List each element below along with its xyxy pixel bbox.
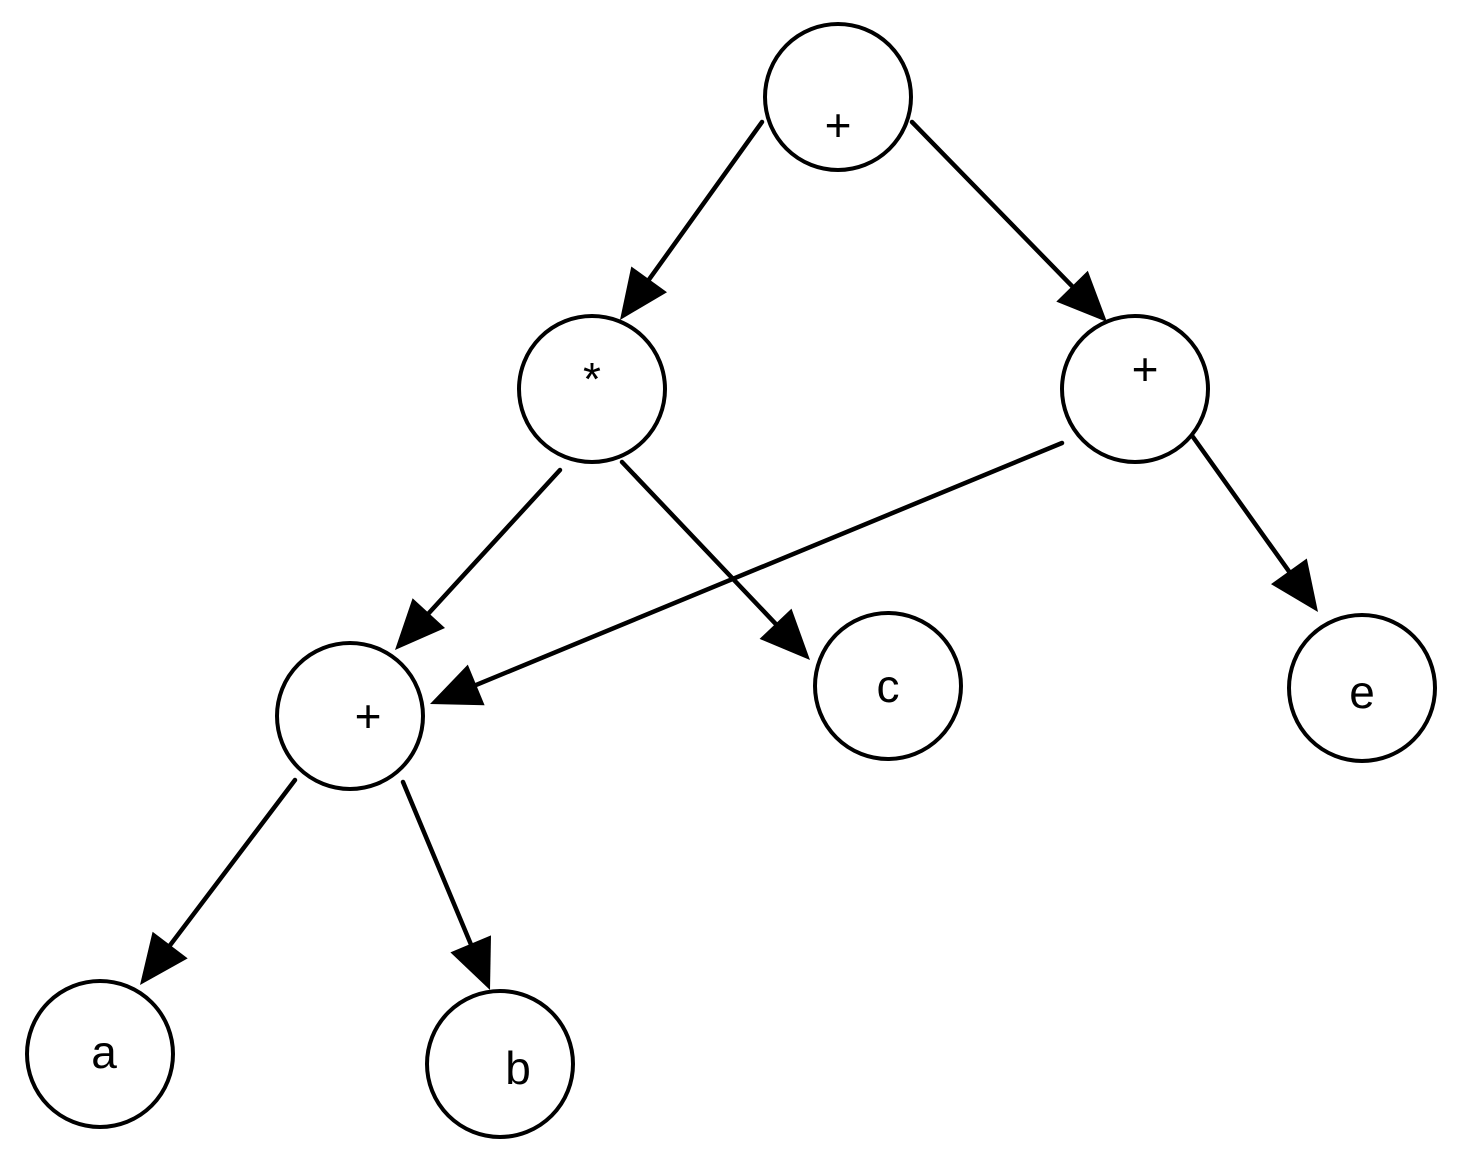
edge-n_plus_left-to-n_a	[140, 777, 298, 985]
edge-n_plus_right-to-n_e	[1190, 434, 1318, 612]
arrow-head-icon	[395, 598, 445, 650]
edge-line	[470, 440, 1065, 689]
arrow-head-icon	[430, 664, 485, 706]
edge-n_root-to-n_mul	[620, 119, 765, 320]
arrow-head-icon	[140, 931, 188, 985]
edge-n_mul-to-n_c	[619, 459, 810, 660]
node-circle	[25, 979, 175, 1129]
node-label: b	[505, 1042, 531, 1094]
node-label: +	[355, 690, 382, 742]
arrow-head-icon	[620, 266, 667, 320]
node-label: +	[1132, 343, 1159, 395]
node-root: +	[763, 22, 913, 172]
edge-line	[1190, 434, 1294, 577]
node-label: *	[583, 353, 601, 405]
edge-n_root-to-n_plus_right	[909, 119, 1107, 322]
edge-n_plus_left-to-n_b	[400, 779, 491, 990]
node-label: e	[1349, 666, 1375, 718]
edge-line	[400, 779, 475, 950]
edge-n_mul-to-n_plus_left	[395, 467, 563, 650]
node-circle	[275, 641, 425, 791]
node-plus-right: +	[1060, 314, 1210, 464]
node-label: +	[825, 99, 852, 151]
node-circle	[763, 22, 913, 172]
node-circle	[1060, 314, 1210, 464]
edges-layer	[140, 119, 1318, 990]
edge-line	[909, 119, 1078, 292]
node-e: e	[1287, 613, 1437, 763]
node-a: a	[25, 979, 175, 1129]
edge-line	[644, 119, 765, 285]
node-circle	[1287, 613, 1437, 763]
nodes-layer: + * + + c e a b	[25, 22, 1437, 1139]
edge-line	[165, 777, 298, 951]
node-label: a	[91, 1026, 117, 1078]
node-circle	[425, 989, 575, 1139]
node-mul: *	[517, 314, 667, 464]
node-c: c	[813, 611, 963, 761]
arrow-head-icon	[759, 608, 810, 660]
node-plus-left: +	[275, 641, 425, 791]
node-label: c	[877, 660, 900, 712]
edge-n_plus_right-to-n_plus_left	[430, 440, 1065, 706]
edge-line	[619, 459, 781, 629]
node-circle	[517, 314, 667, 464]
node-circle	[813, 611, 963, 761]
arrow-head-icon	[1056, 270, 1107, 322]
arrow-head-icon	[1271, 558, 1318, 612]
arrow-head-icon	[450, 935, 491, 990]
edge-line	[423, 467, 563, 619]
node-b: b	[425, 989, 575, 1139]
